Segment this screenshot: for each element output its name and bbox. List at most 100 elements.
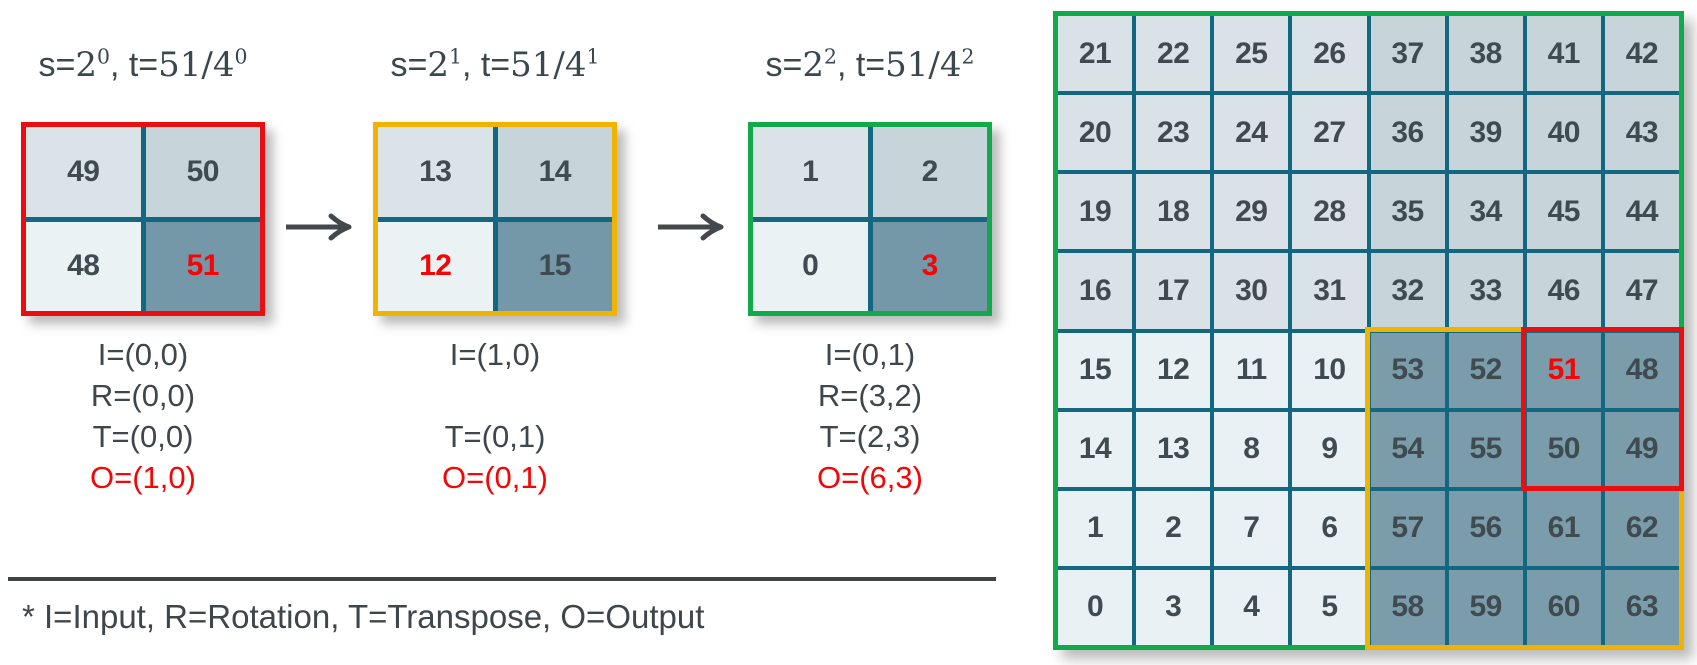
grid-cell: 51 bbox=[1526, 332, 1601, 408]
grid-cell: 2 bbox=[1136, 490, 1211, 566]
grid-cell: 24 bbox=[1214, 95, 1289, 171]
grid-cell: 33 bbox=[1448, 253, 1523, 329]
grid-cell: 9 bbox=[1292, 411, 1367, 487]
grid-cell: 61 bbox=[1526, 490, 1601, 566]
mini-grid-cell: 0 bbox=[753, 221, 868, 311]
grid-cell: 59 bbox=[1448, 569, 1523, 645]
mini-grid-cell: 13 bbox=[378, 127, 493, 217]
grid-cell: 46 bbox=[1526, 253, 1601, 329]
mini-grid-cell: 2 bbox=[872, 127, 987, 217]
grid-cell: 43 bbox=[1604, 95, 1679, 171]
grid-cell: 6 bbox=[1292, 490, 1367, 566]
grid-cell: 23 bbox=[1136, 95, 1211, 171]
grid-cell: 16 bbox=[1058, 253, 1133, 329]
grid-cell: 39 bbox=[1448, 95, 1523, 171]
title-text: s= bbox=[38, 46, 76, 84]
mini-grid-cell: 50 bbox=[145, 127, 260, 217]
title-text: 51/4 bbox=[158, 45, 235, 85]
grid-cell: 19 bbox=[1058, 174, 1133, 250]
label-line: I=(0,0) bbox=[97, 337, 189, 372]
label-line: T=(0,1) bbox=[444, 419, 546, 454]
mini-grid-cell: 48 bbox=[26, 221, 141, 311]
grid-cell: 42 bbox=[1604, 16, 1679, 92]
title-exponent: 0 bbox=[234, 44, 248, 69]
title-text: 51/4 bbox=[510, 45, 587, 85]
footnote: * I=Input, R=Rotation, T=Transpose, O=Ou… bbox=[22, 598, 705, 635]
grid-cell: 30 bbox=[1214, 253, 1289, 329]
stage-labels: I=(1,0)T=(0,1)O=(0,1) bbox=[355, 334, 635, 498]
grid-cell: 55 bbox=[1448, 411, 1523, 487]
grid-cell: 8 bbox=[1214, 411, 1289, 487]
grid-cell: 45 bbox=[1526, 174, 1601, 250]
grid-cell: 34 bbox=[1448, 174, 1523, 250]
label-line: R=(3,2) bbox=[817, 378, 923, 413]
grid-cell: 10 bbox=[1292, 332, 1367, 408]
mini-grid-cell: 14 bbox=[497, 127, 612, 217]
grid-cell: 13 bbox=[1136, 411, 1211, 487]
title-text: 51/4 bbox=[885, 45, 962, 85]
title-exponent: 2 bbox=[961, 44, 975, 69]
mini-grid-cell: 1 bbox=[753, 127, 868, 217]
stage-title: s=21, t=51/41 bbox=[355, 42, 635, 88]
label-line: O=(1,0) bbox=[90, 460, 196, 495]
grid-cell: 31 bbox=[1292, 253, 1367, 329]
grid-cell: 11 bbox=[1214, 332, 1289, 408]
label-line: O=(0,1) bbox=[442, 460, 548, 495]
grid-cell: 28 bbox=[1292, 174, 1367, 250]
grid-cell: 4 bbox=[1214, 569, 1289, 645]
grid-cell: 53 bbox=[1370, 332, 1445, 408]
grid-cell: 63 bbox=[1604, 569, 1679, 645]
right-arrow-icon bbox=[655, 213, 729, 241]
mini-grid-cell: 12 bbox=[378, 221, 493, 311]
grid-cell: 58 bbox=[1370, 569, 1445, 645]
grid-cell: 1 bbox=[1058, 490, 1133, 566]
grid-cell: 44 bbox=[1604, 174, 1679, 250]
mini-grid-cell: 3 bbox=[872, 221, 987, 311]
grid-cell: 25 bbox=[1214, 16, 1289, 92]
grid-cell: 40 bbox=[1526, 95, 1601, 171]
right-arrow-icon bbox=[283, 213, 357, 241]
title-text: 2 bbox=[802, 45, 824, 85]
grid-cell: 12 bbox=[1136, 332, 1211, 408]
grid-cell: 35 bbox=[1370, 174, 1445, 250]
title-text: s= bbox=[765, 46, 803, 84]
title-text: , t= bbox=[109, 46, 159, 84]
grid-cell: 18 bbox=[1136, 174, 1211, 250]
grid-cell: 48 bbox=[1604, 332, 1679, 408]
title-text: 2 bbox=[75, 45, 97, 85]
grid-cell: 57 bbox=[1370, 490, 1445, 566]
label-line: T=(2,3) bbox=[819, 419, 921, 454]
label-line: T=(0,0) bbox=[92, 419, 194, 454]
grid-cell: 29 bbox=[1214, 174, 1289, 250]
grid-cell: 50 bbox=[1526, 411, 1601, 487]
mini-grid-cell: 49 bbox=[26, 127, 141, 217]
grid-cell: 52 bbox=[1448, 332, 1523, 408]
grid-cell: 56 bbox=[1448, 490, 1523, 566]
mini-grid-cell: 51 bbox=[145, 221, 260, 311]
grid-cell: 32 bbox=[1370, 253, 1445, 329]
grid-cell: 21 bbox=[1058, 16, 1133, 92]
grid-cell: 38 bbox=[1448, 16, 1523, 92]
grid-cell: 20 bbox=[1058, 95, 1133, 171]
title-exponent: 2 bbox=[823, 44, 837, 69]
title-text: , t= bbox=[461, 46, 511, 84]
stage-labels: I=(0,1)R=(3,2)T=(2,3)O=(6,3) bbox=[730, 334, 1010, 498]
title-exponent: 1 bbox=[448, 44, 462, 69]
grid-cell: 47 bbox=[1604, 253, 1679, 329]
grid-cell: 41 bbox=[1526, 16, 1601, 92]
grid-cell: 36 bbox=[1370, 95, 1445, 171]
stage-title: s=20, t=51/40 bbox=[3, 42, 283, 88]
stage-title: s=22, t=51/42 bbox=[730, 42, 1010, 88]
grid-cell: 5 bbox=[1292, 569, 1367, 645]
grid-cell: 27 bbox=[1292, 95, 1367, 171]
grid-cell: 7 bbox=[1214, 490, 1289, 566]
mini-grid-cell: 15 bbox=[497, 221, 612, 311]
